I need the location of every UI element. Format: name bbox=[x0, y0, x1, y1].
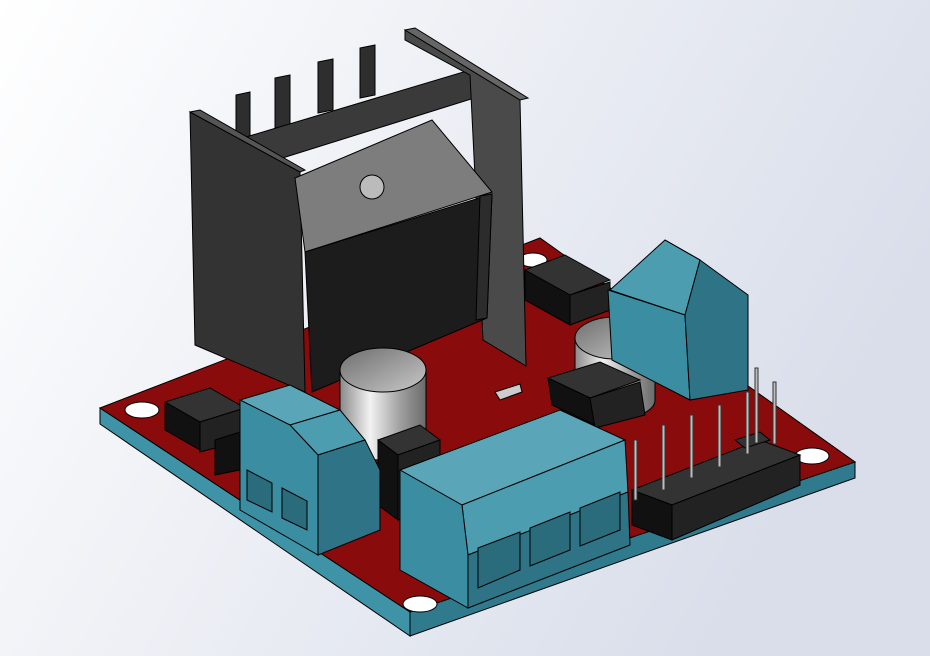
terminal-block-front bbox=[398, 409, 631, 609]
terminal-block-right bbox=[607, 239, 749, 401]
heatsink-right-plate-top bbox=[403, 27, 530, 101]
heatsink-fin bbox=[317, 58, 334, 114]
heatsink-fin bbox=[274, 74, 291, 129]
chip-tab bbox=[294, 119, 493, 253]
driver-chip bbox=[294, 119, 493, 393]
pin-header-right bbox=[630, 367, 802, 541]
small-component bbox=[494, 361, 646, 429]
header-pins bbox=[633, 367, 777, 501]
chip-body-side bbox=[475, 193, 493, 321]
chip-tab-hole bbox=[359, 174, 385, 200]
mounting-hole bbox=[402, 595, 438, 613]
heatsink-fin bbox=[359, 44, 376, 99]
heatsink-left-plate-edge bbox=[188, 109, 307, 173]
terminal-block-left bbox=[238, 384, 381, 556]
heatsink bbox=[188, 27, 530, 393]
pin-header-back bbox=[523, 254, 612, 326]
mounting-hole bbox=[124, 401, 160, 419]
